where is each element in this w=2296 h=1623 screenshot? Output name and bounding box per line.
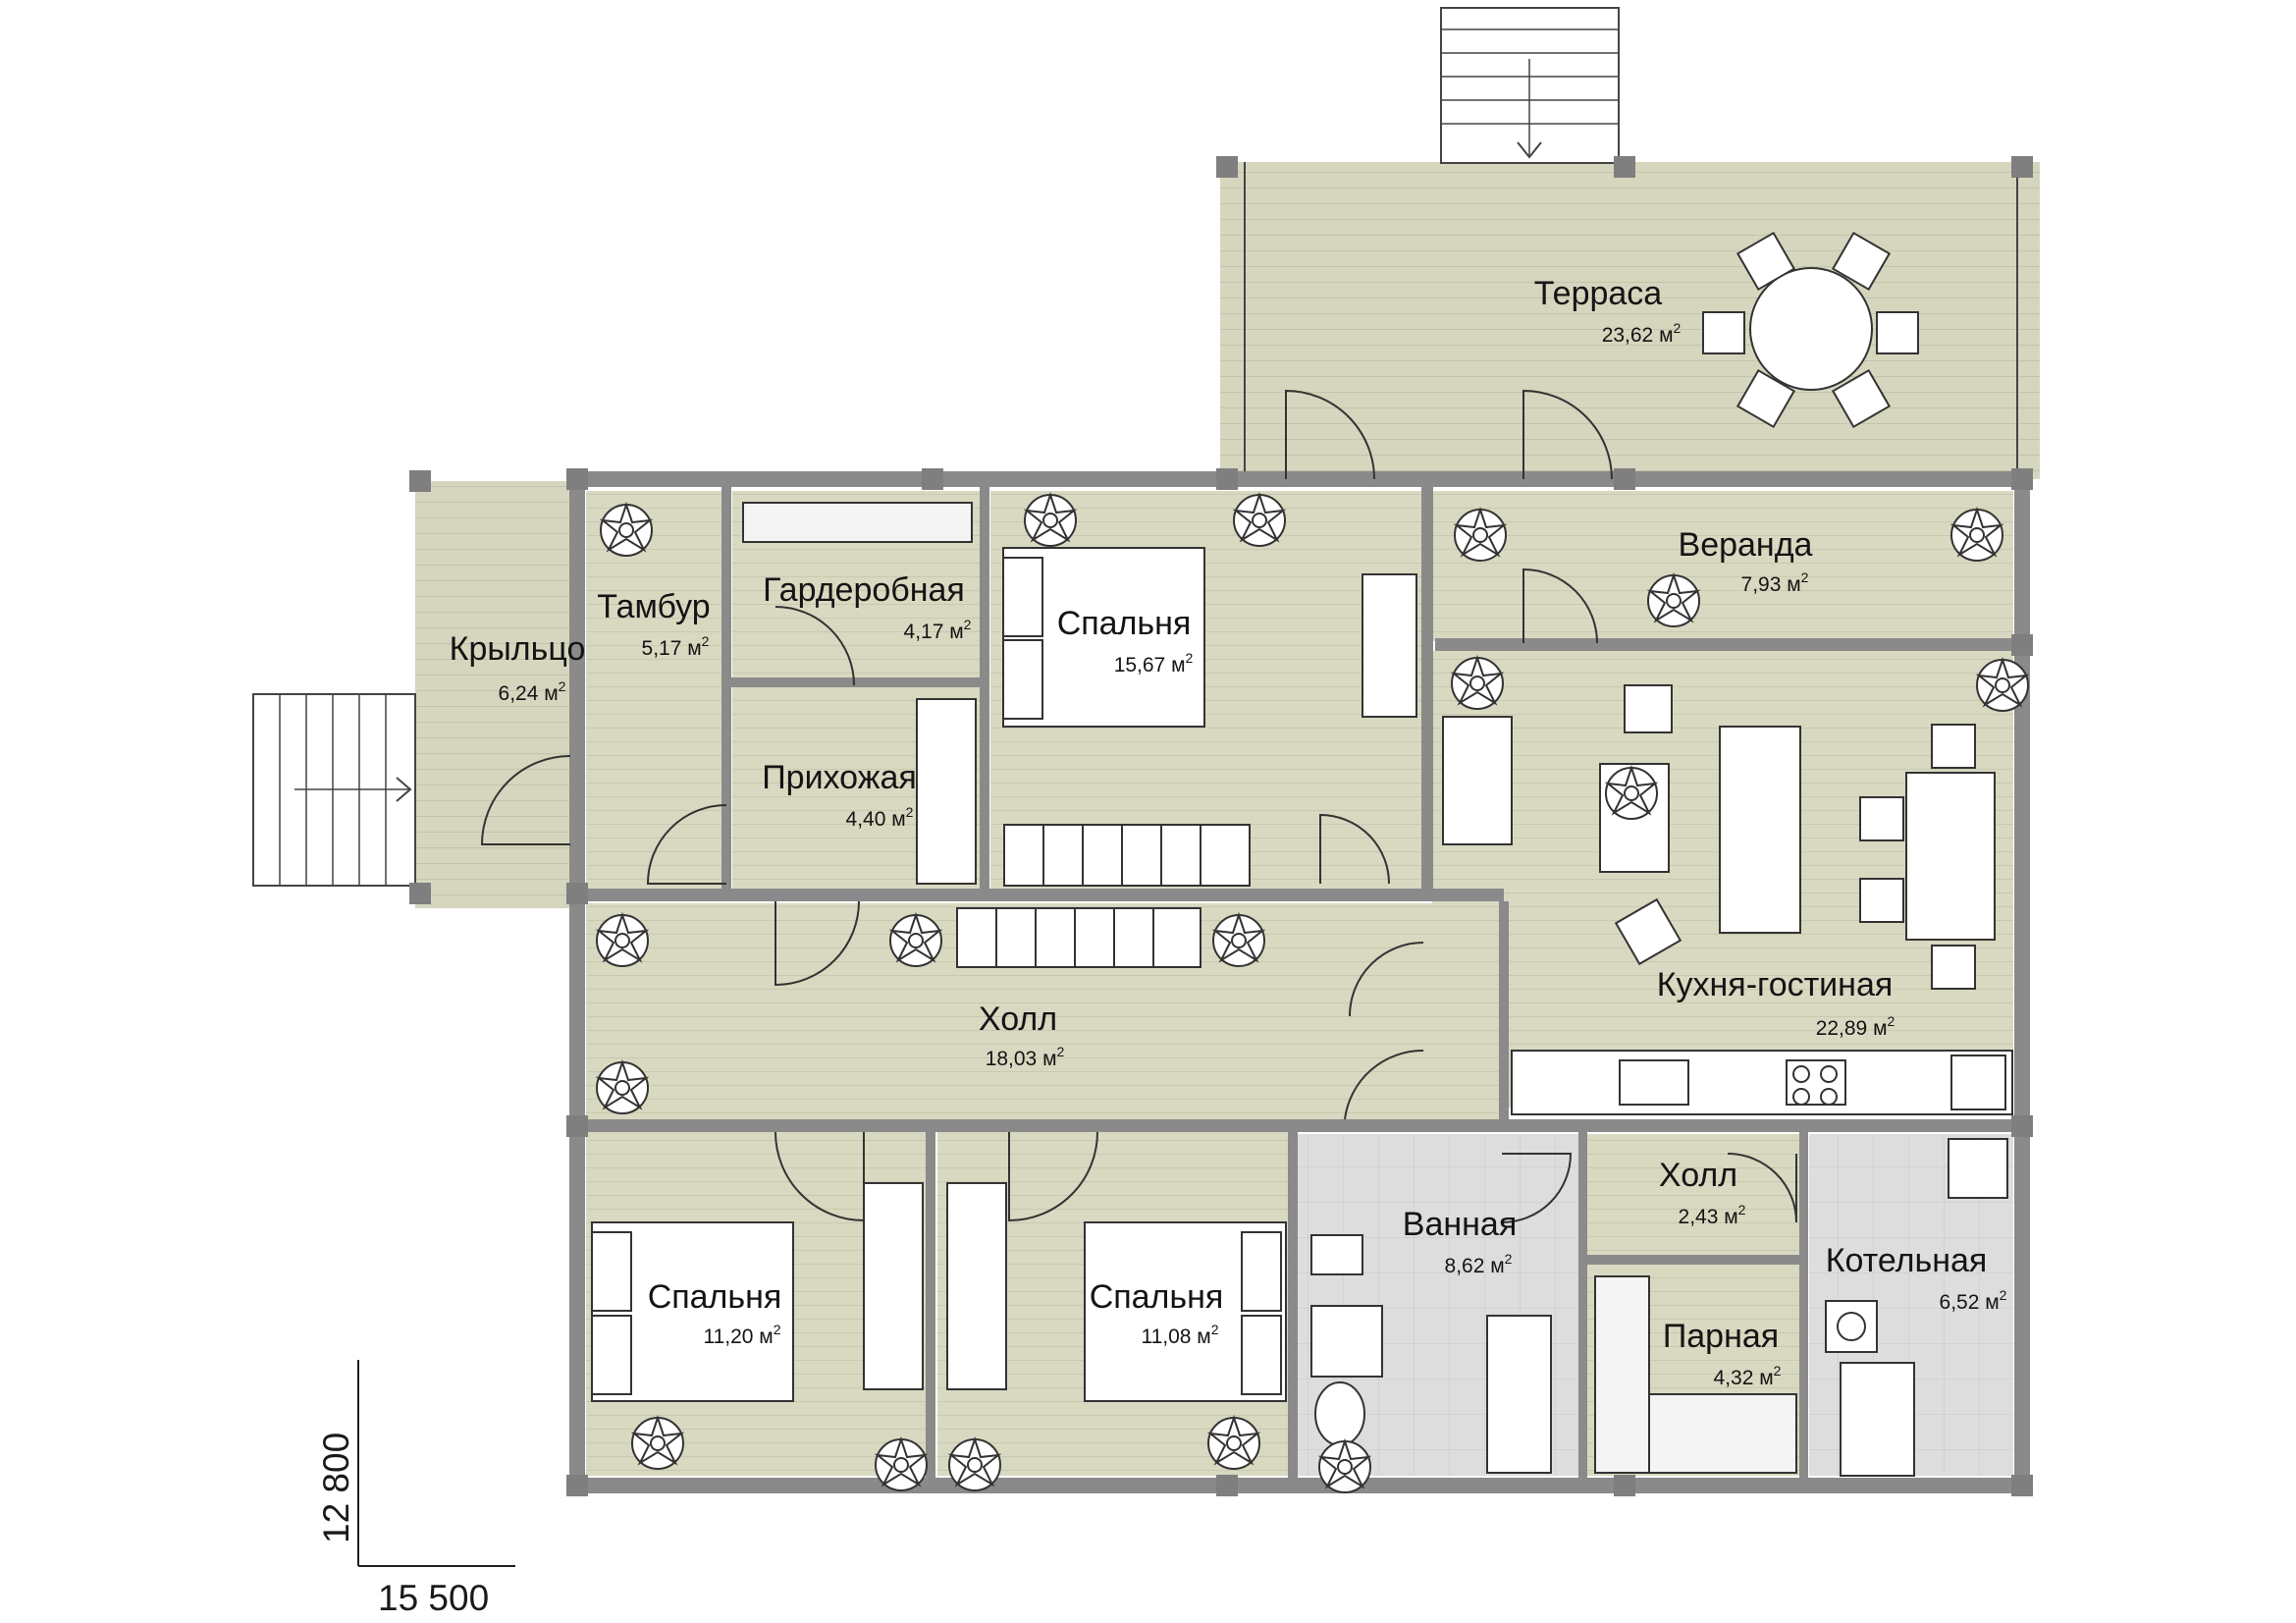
room-name: Спальня [648, 1278, 782, 1316]
room-name: Гардеробная [763, 571, 965, 609]
room-name: Парная [1663, 1318, 1779, 1355]
room-name: Холл [1659, 1157, 1737, 1194]
room-area: 6,52 м2 [1940, 1287, 2007, 1314]
room-name: Котельная [1826, 1242, 1988, 1279]
room-name: Ванная [1403, 1206, 1517, 1243]
terrace-stairs [1440, 7, 1620, 164]
room-name: Кухня-гостиная [1657, 966, 1894, 1003]
room-hall: Холл 18,03 м2 [979, 1001, 1065, 1070]
furniture [591, 231, 2013, 1477]
porch-area [415, 481, 572, 908]
room-wardrobe: Гардеробная 4,17 м2 [763, 571, 972, 643]
room-bathroom: Ванная 8,62 м2 [1403, 1206, 1517, 1277]
room-area: 2,43 м2 [1679, 1202, 1746, 1228]
room-name: Прихожая [762, 759, 917, 796]
room-boiler: Котельная 6,52 м2 [1826, 1242, 2007, 1314]
room-kitchen-living: Кухня-гостиная 22,89 м2 [1657, 966, 1896, 1040]
room-area: 4,17 м2 [904, 617, 972, 643]
room-area: 23,62 м2 [1602, 320, 1682, 347]
room-veranda: Веранда 7,93 м2 [1679, 526, 1813, 596]
room-name: Тамбур [597, 588, 710, 625]
room-name: Спальня [1090, 1278, 1224, 1316]
room-area: 18,03 м2 [986, 1044, 1065, 1070]
room-name: Веранда [1679, 526, 1813, 564]
room-area: 22,89 м2 [1816, 1013, 1896, 1040]
room-sauna: Парная 4,32 м2 [1663, 1318, 1782, 1389]
room-area: 4,32 м2 [1714, 1363, 1782, 1389]
room-terrace: Терраса 23,62 м2 [1534, 275, 1682, 347]
room-hall-small: Холл 2,43 м2 [1659, 1157, 1746, 1228]
room-area: 15,67 м2 [1114, 650, 1194, 676]
room-area: 6,24 м2 [499, 678, 566, 705]
room-bedroom-2: Спальня 11,20 м2 [648, 1278, 782, 1348]
room-bedroom-1: Спальня 15,67 м2 [1057, 605, 1194, 676]
dimension-height: 12 800 [316, 1433, 356, 1543]
room-name: Терраса [1534, 275, 1662, 312]
room-area: 11,20 м2 [703, 1322, 780, 1348]
room-name: Крыльцо [450, 630, 586, 668]
room-area: 7,93 м2 [1741, 569, 1809, 596]
doors [480, 389, 1797, 1223]
room-name: Холл [979, 1001, 1057, 1038]
room-labels: Терраса 23,62 м2 Крыльцо 6,24 м2 Тамбур … [450, 275, 2007, 1389]
room-name: Спальня [1057, 605, 1192, 642]
room-area: 8,62 м2 [1445, 1251, 1513, 1277]
dimension-width: 15 500 [378, 1578, 489, 1618]
room-bedroom-3: Спальня 11,08 м2 [1090, 1278, 1224, 1348]
room-area: 5,17 м2 [642, 633, 710, 660]
room-vestibule: Тамбур 5,17 м2 [597, 588, 710, 660]
room-entry: Прихожая 4,40 м2 [762, 759, 917, 831]
room-area: 11,08 м2 [1141, 1322, 1218, 1348]
dimension-lines [357, 1360, 515, 1567]
room-porch: Крыльцо 6,24 м2 [450, 630, 586, 705]
porch-stairs [252, 693, 416, 887]
room-area: 4,40 м2 [846, 804, 914, 831]
